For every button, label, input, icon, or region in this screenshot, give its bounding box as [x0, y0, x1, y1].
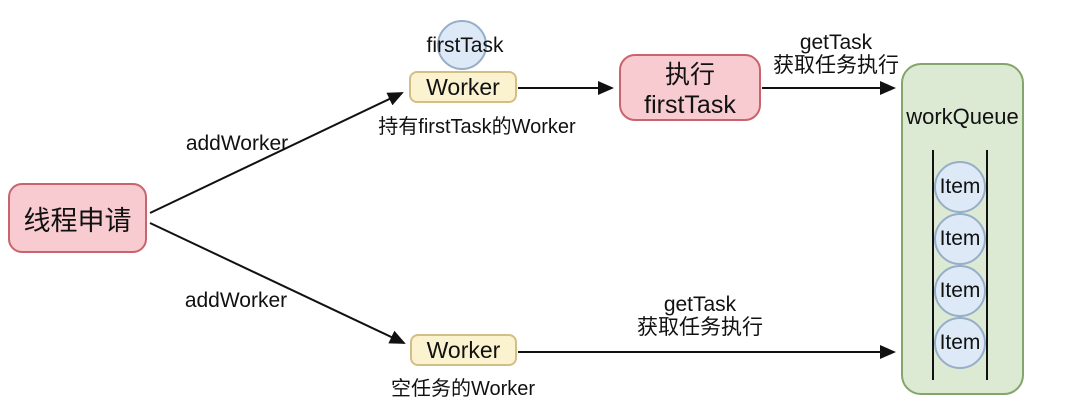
- get-task-top-label: getTask 获取任务执行: [756, 31, 916, 77]
- queue-item-label: Item: [939, 175, 981, 198]
- queue-item-label: Item: [939, 331, 981, 354]
- queue-item-circle: Item: [934, 213, 986, 265]
- first-task-label: firstTask: [426, 34, 504, 57]
- worker-top-caption: 持有firstTask的Worker: [378, 116, 576, 138]
- add-worker-top-label: addWorker: [185, 132, 289, 155]
- get-task-top-line1: getTask: [799, 31, 873, 54]
- execute-first-task-node: 执行firstTask: [619, 54, 761, 121]
- get-task-bottom-label: getTask 获取任务执行: [620, 293, 780, 339]
- thread-request-label: 线程申请: [23, 205, 132, 236]
- queue-item-label: Item: [939, 279, 981, 302]
- queue-item-circle: Item: [934, 161, 986, 213]
- thread-request-node: 线程申请: [8, 183, 147, 253]
- worker-bottom-node: Worker: [410, 334, 517, 366]
- queue-item-circle: Item: [934, 265, 986, 317]
- work-queue-title: workQueue: [906, 104, 1019, 129]
- queue-item-circle: Item: [934, 317, 986, 369]
- queue-item-label: Item: [939, 227, 981, 250]
- worker-bottom-caption: 空任务的Worker: [390, 378, 536, 400]
- worker-top-label: Worker: [426, 73, 500, 100]
- worker-top-node: Worker: [409, 71, 517, 103]
- add-worker-bottom-label: addWorker: [184, 289, 288, 312]
- first-task-circle: [437, 20, 487, 70]
- get-task-bottom-line1: getTask: [663, 293, 737, 316]
- execute-first-task-label: 执行firstTask: [644, 61, 736, 119]
- worker-bottom-label: Worker: [426, 336, 501, 363]
- edge-add-worker-bottom: [149, 222, 406, 344]
- get-task-top-line2: 获取任务执行: [773, 54, 899, 77]
- get-task-bottom-line2: 获取任务执行: [637, 316, 763, 339]
